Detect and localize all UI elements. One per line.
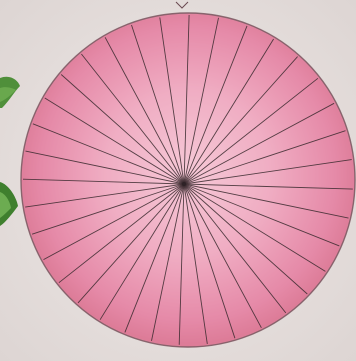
center-point [182, 182, 186, 186]
